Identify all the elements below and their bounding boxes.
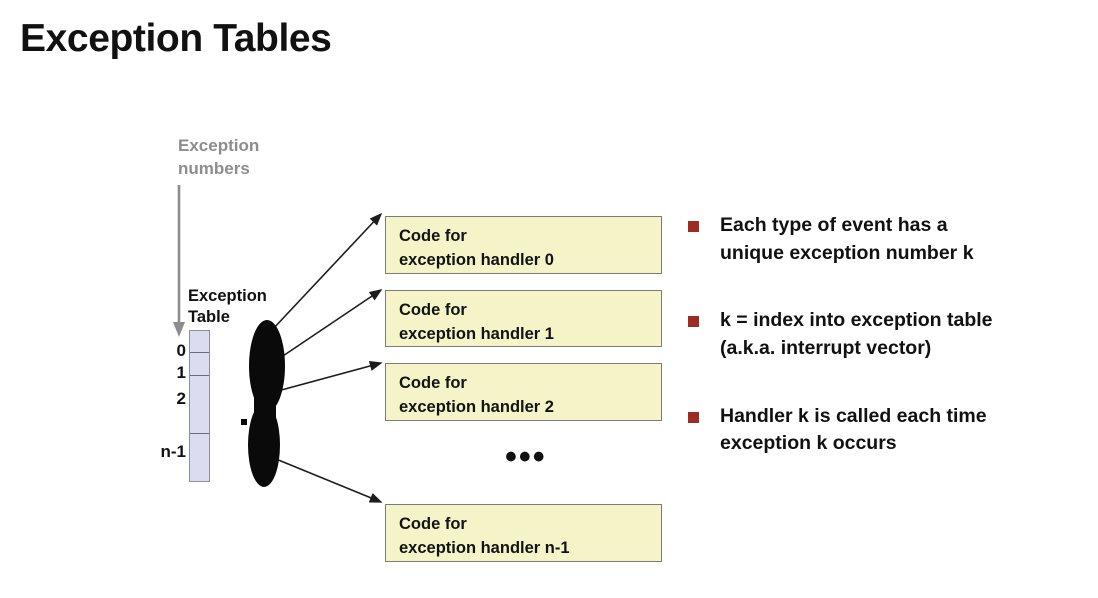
bullet-item-2: k = index into exception table (a.k.a. i… (686, 307, 1086, 362)
bullet-item-2-line2: (a.k.a. interrupt vector) (720, 337, 932, 360)
code-box-handler-n-1-line2: exception handler n-1 (399, 538, 570, 557)
bullet-item-1: Each type of event has a unique exceptio… (686, 212, 1086, 267)
code-box-handler-0-line1: Code for (399, 227, 467, 245)
table-index-1: 1 (176, 363, 186, 382)
exception-numbers-label-line1: Exception (178, 136, 260, 155)
table-index-0: 0 (176, 341, 186, 360)
exception-table-cell-2 (190, 376, 209, 434)
code-box-handler-0: Code for exception handler 0 (385, 216, 662, 274)
arrow-to-handler-n-1 (275, 458, 383, 503)
bullet-item-3: Handler k is called each time exception … (686, 403, 1086, 458)
bullet-item-1-line1: Each type of event has a (720, 214, 948, 236)
code-box-handler-n-1-line1: Code for (399, 515, 467, 533)
table-index-n-1: n-1 (160, 442, 187, 461)
ink-annotation-blob (248, 320, 285, 487)
ink-annotation-dot (241, 419, 247, 425)
exception-table-cell-1 (190, 353, 209, 376)
handlers-ellipsis: ••• (505, 438, 547, 476)
exception-numbers-label: Exception numbers (178, 135, 308, 181)
exception-table (189, 330, 210, 482)
exception-table-label-line1: Exception (188, 287, 267, 305)
exception-table-cell-0 (190, 331, 209, 353)
bullet-list: Each type of event has a unique exceptio… (686, 212, 1086, 498)
exception-table-label-line2: Table (188, 308, 230, 327)
code-box-handler-1: Code for exception handler 1 (385, 290, 662, 347)
exception-numbers-label-line2: numbers (178, 158, 250, 178)
exception-numbers-down-arrow-icon (173, 185, 185, 337)
bullet-item-3-line1: Handler k is called each time (720, 404, 987, 427)
bullet-square-icon (688, 316, 699, 328)
code-box-handler-1-line1: Code for (399, 301, 467, 319)
bullet-square-icon (688, 221, 699, 232)
arrow-to-handler-2 (273, 360, 383, 393)
page-title: Exception Tables (20, 17, 332, 60)
code-box-handler-1-line2: exception handler 1 (399, 324, 554, 343)
bullet-square-icon (688, 411, 699, 423)
code-box-handler-0-line2: exception handler 0 (399, 250, 554, 269)
exception-table-cell-n-1 (190, 434, 209, 480)
bullet-item-3-line2: exception k occurs (720, 432, 897, 455)
exception-table-label: Exception Table (188, 286, 308, 329)
table-index-2: 2 (176, 389, 186, 408)
exception-table-index-list: 0 1 2 n-1 (148, 330, 187, 482)
code-box-handler-n-1: Code for exception handler n-1 (385, 504, 662, 562)
bullet-item-2-line1: k = index into exception table (720, 309, 993, 332)
code-box-handler-2-line2: exception handler 2 (399, 397, 554, 416)
bullet-item-1-line2: unique exception number k (720, 241, 974, 264)
code-box-handler-2-line1: Code for (399, 374, 467, 392)
code-box-handler-2: Code for exception handler 2 (385, 363, 662, 421)
